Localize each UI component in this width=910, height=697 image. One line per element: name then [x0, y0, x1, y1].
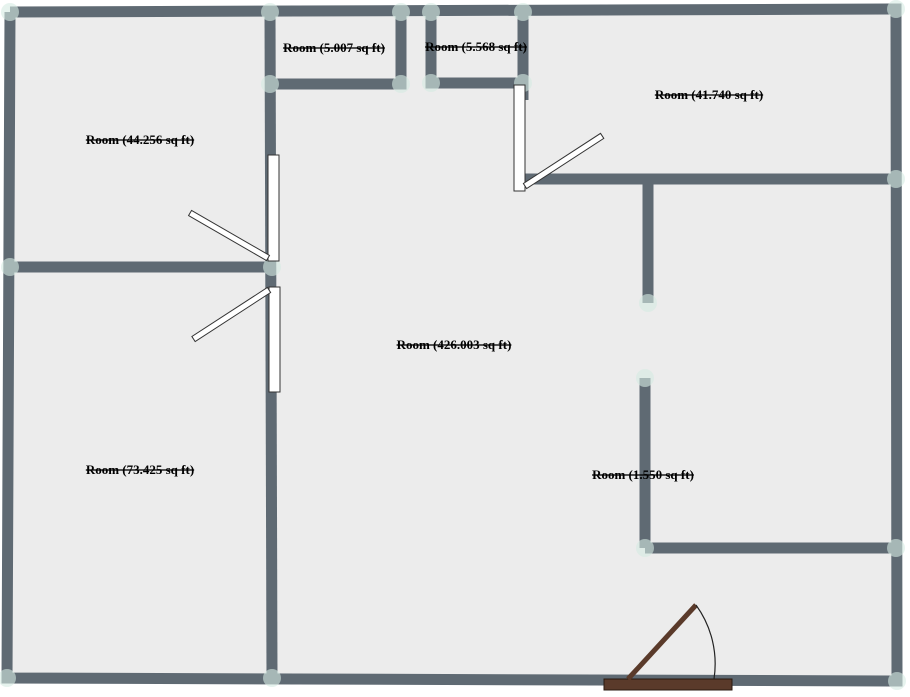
wall-node	[887, 170, 905, 188]
door-frame	[267, 154, 280, 262]
wall-node	[1, 258, 19, 276]
room-label-small-1: Room (5.007 sq ft)	[283, 40, 385, 55]
room-label-right: Room (1.550 sq ft)	[592, 467, 694, 482]
room-labels: Room (44.256 sq ft) Room (5.007 sq ft) R…	[86, 39, 763, 482]
wall-node	[263, 258, 281, 276]
wall-node	[422, 74, 440, 92]
wall-small-room-2	[425, 12, 529, 89]
wall-node	[636, 369, 654, 387]
wall-node	[514, 3, 532, 21]
wall-node	[261, 3, 279, 21]
door-leaf	[191, 286, 272, 343]
entry-door-leaf	[626, 603, 698, 681]
door-bottom-left[interactable]	[191, 286, 281, 393]
room-label-main: Room (426.003 sq ft)	[397, 337, 512, 352]
door-leaf	[522, 132, 605, 190]
wall-node	[887, 0, 905, 18]
entry-door-threshold	[603, 678, 733, 691]
wall-node	[392, 75, 410, 93]
wall-node	[263, 669, 281, 687]
wall-node	[639, 294, 657, 312]
door-frame	[268, 286, 281, 393]
door-top-left[interactable]	[187, 154, 280, 262]
room-label-small-2: Room (5.568 sq ft)	[425, 39, 527, 54]
doors	[187, 84, 733, 691]
wall-node	[422, 3, 440, 21]
wall-node	[261, 75, 279, 93]
wall-node	[0, 669, 16, 687]
entry-door-swing-arc	[695, 604, 716, 680]
wall-node	[1, 3, 19, 21]
entry-door[interactable]	[603, 603, 733, 691]
room-label-bottom-left: Room (73.425 sq ft)	[86, 462, 194, 477]
door-frame	[513, 84, 526, 192]
room-label-top-right: Room (41.740 sq ft)	[655, 87, 763, 102]
wall-node	[392, 3, 410, 21]
wall-node	[888, 672, 906, 690]
wall-node	[636, 539, 654, 557]
door-leaf	[187, 209, 271, 262]
wall-node	[887, 539, 905, 557]
door-top-right[interactable]	[513, 84, 605, 192]
room-label-top-left: Room (44.256 sq ft)	[86, 132, 194, 147]
